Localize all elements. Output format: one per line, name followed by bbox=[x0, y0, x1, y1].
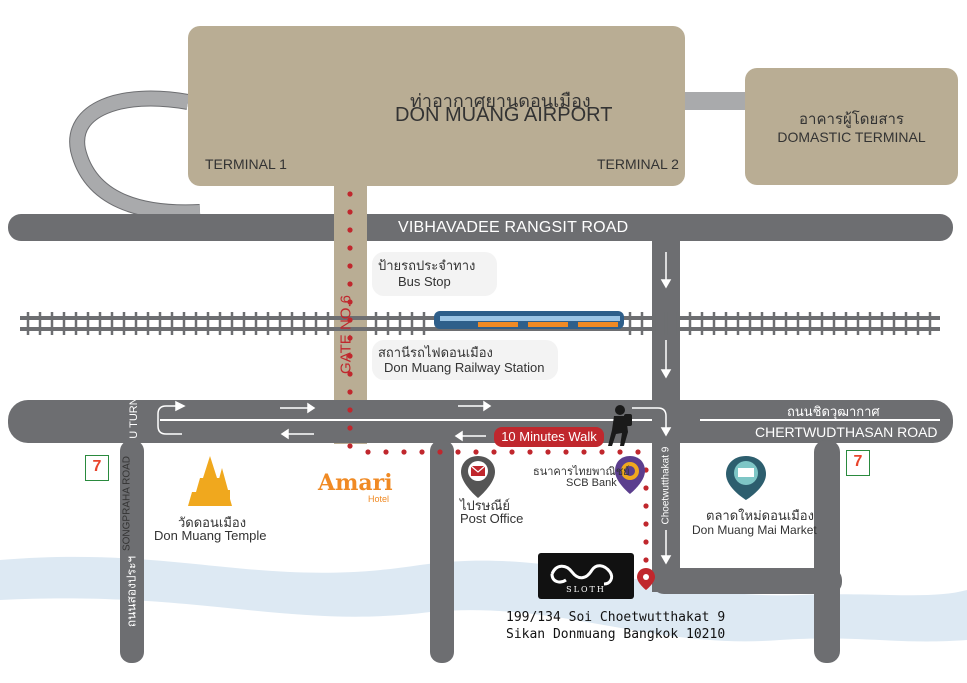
bus-stop-label-bg bbox=[372, 252, 497, 296]
walking-person-icon bbox=[608, 405, 632, 446]
vibhavadee-road bbox=[8, 214, 953, 241]
airport-name-thai: ท่าอากาศยานดอนเมือง bbox=[410, 91, 591, 112]
chertwudthasan-road-thai: ถนนชิดวุฒากาศ bbox=[787, 405, 880, 420]
railway-station-label: Don Muang Railway Station bbox=[384, 360, 545, 375]
bus-stop-thai: ป้ายรถประจำทาง bbox=[378, 259, 476, 274]
bank-pin-icon bbox=[615, 456, 645, 494]
sloth-hotel-logo bbox=[538, 553, 634, 599]
post-office-thai: ไปรษณีย์ bbox=[460, 499, 511, 514]
post-office-label: Post Office bbox=[460, 511, 524, 526]
train-icon bbox=[434, 311, 624, 329]
choetwutthakat-road-label: Choetwutthakat 9 bbox=[660, 446, 672, 525]
market-pin-icon bbox=[726, 456, 766, 500]
railway-ties bbox=[26, 312, 932, 335]
hotel-logo-text: SLOTH bbox=[566, 585, 606, 594]
railway-station-thai: สถานีรถไฟดอนเมือง bbox=[378, 346, 493, 361]
walk-time-label: 10 Minutes Walk bbox=[494, 427, 604, 447]
market-thai: ตลาดใหม่ดอนเมือง bbox=[706, 509, 814, 524]
terminal-2-label: TERMINAL 2 bbox=[597, 156, 679, 172]
right-road-bottom bbox=[652, 568, 842, 594]
hotel-address-line1: 199/134 Soi Choetwutthakat 9 bbox=[506, 610, 726, 625]
chertwudthasan-road bbox=[8, 400, 953, 443]
domestic-terminal-thai: อาคารผู้โดยสาร bbox=[799, 110, 904, 128]
hotel-pin-icon bbox=[637, 568, 655, 590]
post-office-road bbox=[430, 440, 454, 663]
chertwudthasan-road-label: CHERTWUDTHASAN ROAD bbox=[755, 424, 938, 440]
airport-name: DON MUANG AIRPORT bbox=[395, 104, 613, 126]
temple-thai: วัดดอนเมือง bbox=[178, 516, 247, 531]
hotel-address-line2: Sikan Donmuang Bangkok 10210 bbox=[506, 627, 726, 642]
songpraha-road-thai: ถนนสองประฯ bbox=[124, 555, 139, 628]
songpraha-road bbox=[120, 440, 144, 663]
amari-hotel-logo: Amari bbox=[318, 470, 393, 496]
bus-stop-label: Bus Stop bbox=[398, 274, 451, 289]
market-label: Don Muang Mai Market bbox=[692, 523, 817, 537]
terminal-connector bbox=[684, 92, 746, 110]
right-road-vertical bbox=[814, 440, 840, 663]
terminal-1-label: TERMINAL 1 bbox=[205, 156, 287, 172]
u-turn-label: U TURN bbox=[128, 397, 140, 439]
songpraha-road-label: SONGPRAHA ROAD bbox=[121, 455, 133, 552]
temple-label: Don Muang Temple bbox=[154, 528, 267, 543]
seven-eleven-left-icon: 7 bbox=[85, 455, 109, 481]
domestic-terminal-name: DOMASTIC TERMINAL bbox=[777, 129, 926, 145]
vibhavadee-road-label: VIBHAVADEE RANGSIT ROAD bbox=[398, 219, 629, 236]
bank-label: SCB Bank bbox=[566, 477, 617, 489]
walking-route bbox=[347, 191, 649, 563]
bank-thai: ธนาคารไทยพาณิชย์ bbox=[533, 465, 630, 478]
river bbox=[0, 556, 967, 642]
amari-hotel-sub: Hotel bbox=[368, 494, 390, 504]
post-office-pin-icon bbox=[461, 456, 495, 498]
airport-building bbox=[188, 26, 685, 186]
seven-eleven-right-icon: 7 bbox=[846, 450, 870, 476]
gate-label: GATE NO.6 bbox=[337, 295, 355, 374]
temple-icon bbox=[188, 456, 232, 506]
railway-station-label-bg bbox=[372, 340, 558, 380]
traffic-arrows bbox=[157, 252, 672, 565]
domestic-terminal-building bbox=[745, 68, 958, 185]
